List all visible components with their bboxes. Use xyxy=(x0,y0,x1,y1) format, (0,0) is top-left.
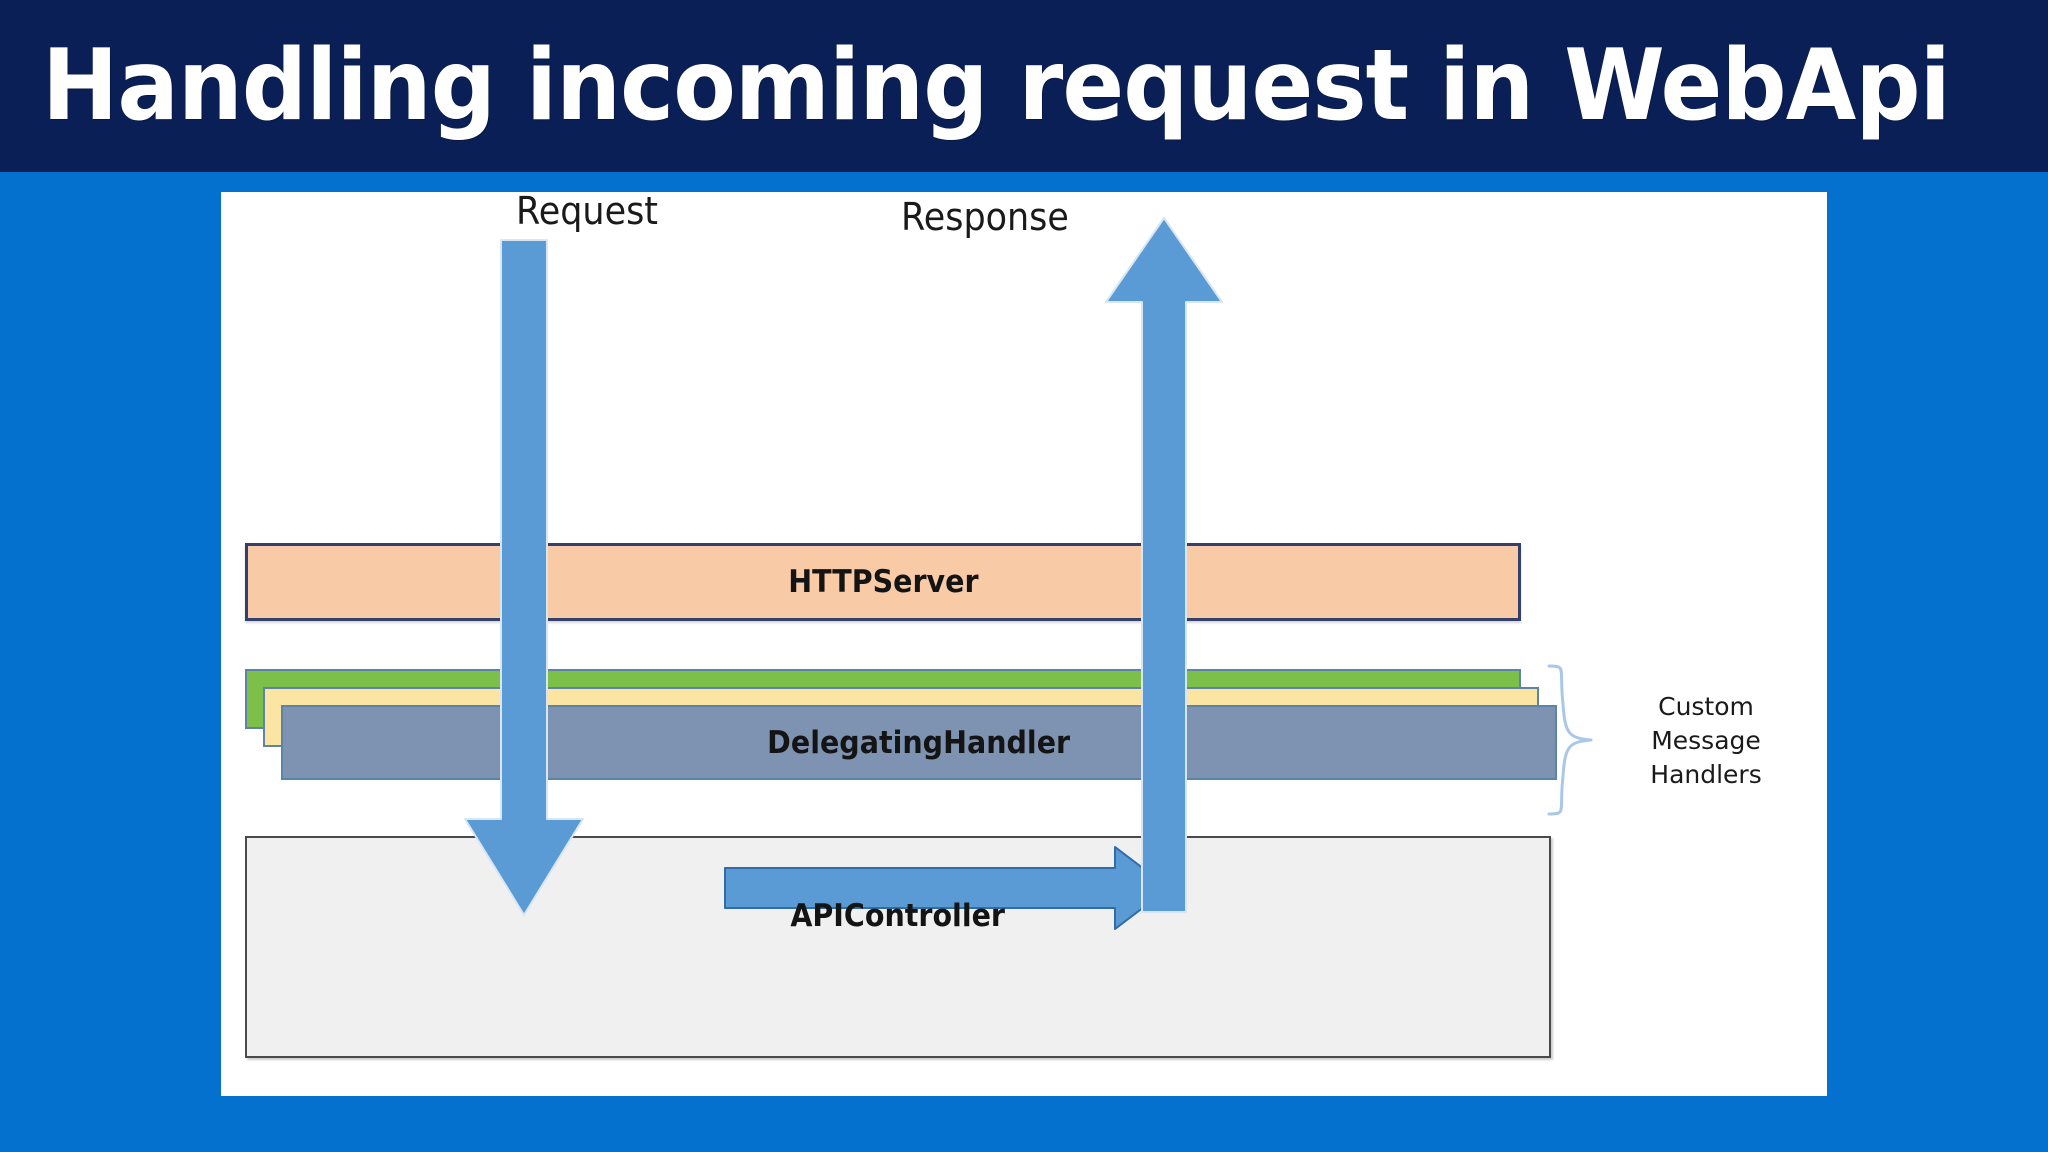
response-label: Response xyxy=(901,195,1069,239)
httpserver-box-label: HTTPServer xyxy=(787,564,979,600)
custom-handlers-line-1: Custom Message xyxy=(1651,692,1761,755)
delegatinghandler-box-label: DelegatingHandler xyxy=(767,724,1071,761)
slide-title: Handling incoming request in WebApi xyxy=(42,29,1951,143)
apicontroller-box-label: APIController xyxy=(790,898,1006,934)
slide-title-band: Handling incoming request in WebApi xyxy=(0,0,2048,172)
diagram-panel: Request Response HTTPServer DelegatingHa… xyxy=(221,189,1827,1096)
apicontroller-box: APIController xyxy=(245,836,1551,1058)
custom-handlers-brace xyxy=(1547,664,1593,816)
httpserver-box: HTTPServer xyxy=(245,543,1521,621)
request-label: Request xyxy=(516,189,659,233)
delegatinghandler-box: DelegatingHandler xyxy=(281,705,1557,780)
custom-handlers-line-2: Handlers xyxy=(1650,759,1762,789)
custom-message-handlers-label: Custom Message Handlers xyxy=(1601,690,1811,791)
